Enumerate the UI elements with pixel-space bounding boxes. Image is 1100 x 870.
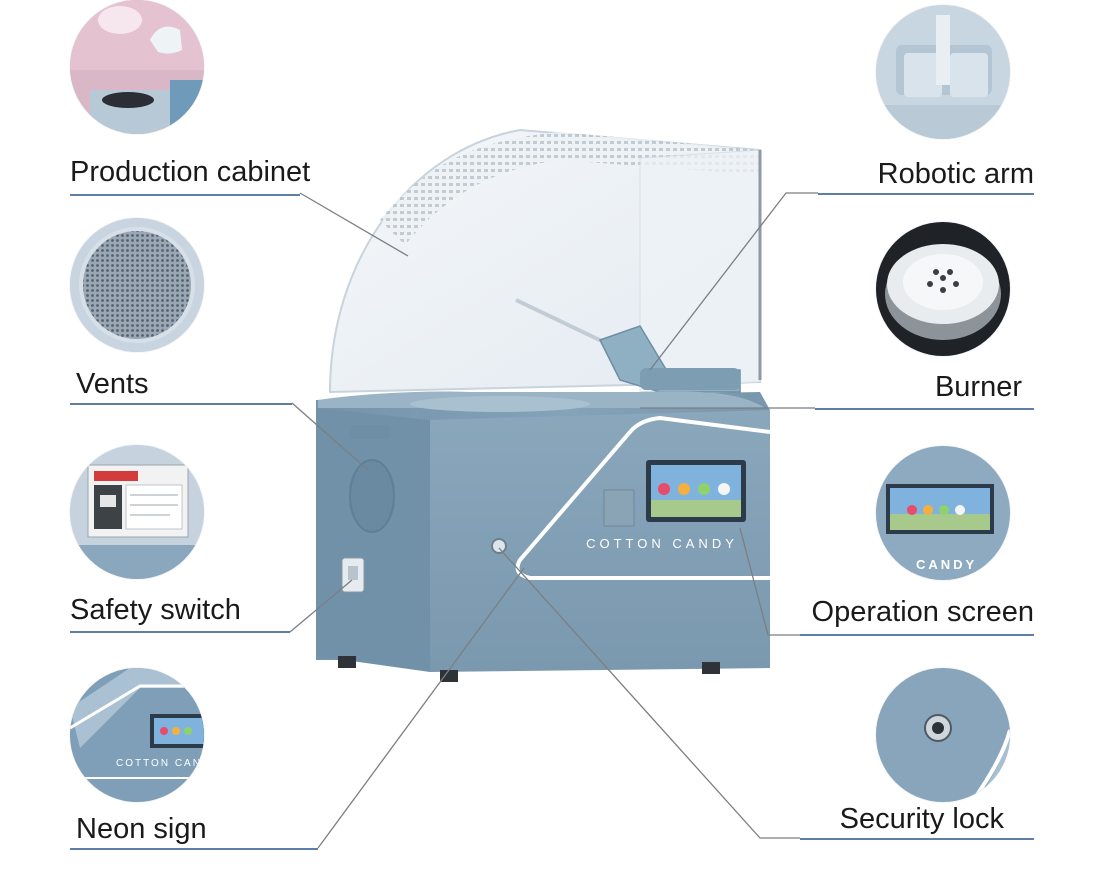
production-cabinet-thumbnail xyxy=(70,0,204,134)
rule-operation-screen xyxy=(800,634,1034,636)
rule-burner xyxy=(815,408,1034,410)
security-lock-thumbnail xyxy=(876,668,1010,802)
rule-production-cabinet xyxy=(70,194,300,196)
label-robotic-arm: Robotic arm xyxy=(877,158,1034,190)
detail-text: CANDY xyxy=(916,557,977,572)
rule-robotic-arm xyxy=(818,193,1034,195)
safety-switch-thumbnail xyxy=(70,445,204,579)
brand-text: COTTON CANDY xyxy=(586,536,738,551)
robotic-arm-thumbnail xyxy=(876,5,1010,139)
label-burner: Burner xyxy=(934,371,1022,403)
rule-neon-sign xyxy=(70,848,318,850)
label-security-lock: Security lock xyxy=(839,803,1004,835)
label-vents: Vents xyxy=(76,368,149,400)
vents-thumbnail xyxy=(70,218,204,352)
operation-screen-thumbnail: CANDY xyxy=(876,446,1010,580)
rule-security-lock xyxy=(800,838,1034,840)
machine-body: COTTON CANDY xyxy=(316,391,771,682)
rule-safety-switch xyxy=(70,631,290,633)
rule-vents xyxy=(70,403,292,405)
label-operation-screen: Operation screen xyxy=(811,596,1034,628)
burner-thumbnail xyxy=(876,222,1010,356)
neon-detail-text: COTTON CAND xyxy=(116,758,204,769)
production-cabinet-dome xyxy=(328,128,762,394)
label-production-cabinet: Production cabinet xyxy=(70,156,311,188)
robotic-arm-part xyxy=(598,325,741,393)
label-safety-switch: Safety switch xyxy=(70,594,241,626)
label-neon-sign: Neon sign xyxy=(76,813,207,845)
neon-sign-thumbnail: COTTON CAND xyxy=(70,668,204,802)
